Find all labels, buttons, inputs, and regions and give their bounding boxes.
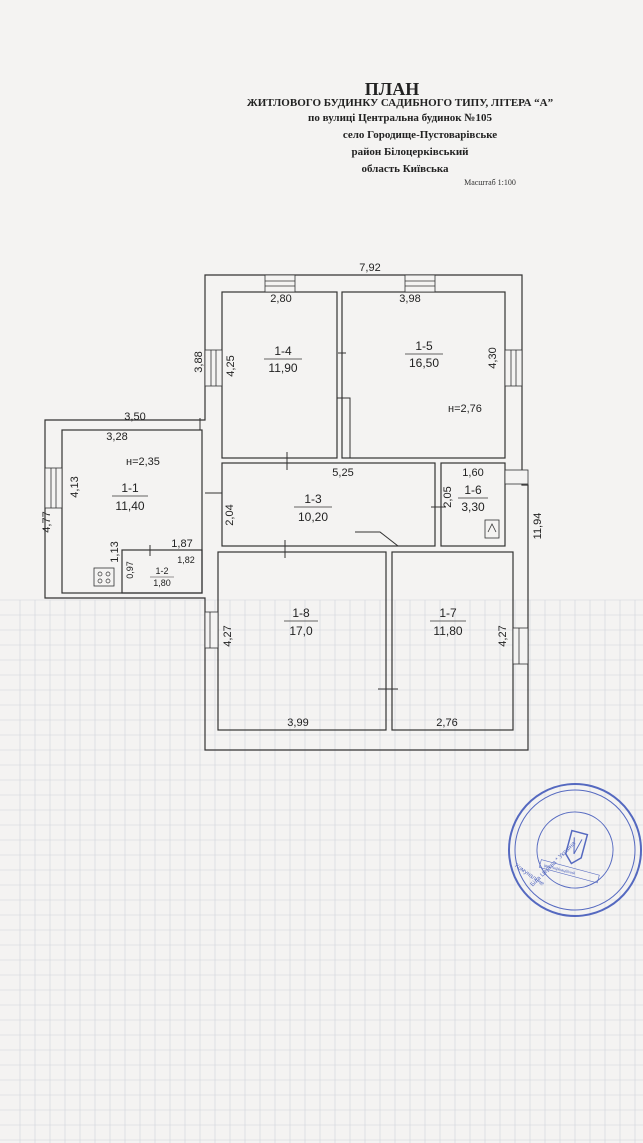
dim-1-8-height: 4,27 bbox=[222, 625, 234, 646]
dim-1-5-top: 3,98 bbox=[399, 293, 420, 305]
address-district: район Білоцерківський bbox=[351, 146, 469, 158]
room-1-7-area: 11,80 bbox=[433, 624, 462, 638]
boiler-icon bbox=[484, 519, 500, 539]
door-1-3-stair bbox=[355, 531, 400, 547]
room-1-3-outline bbox=[221, 462, 436, 547]
dim-1-8-width: 3,99 bbox=[287, 717, 308, 729]
dim-corridor-204: 2,04 bbox=[224, 504, 236, 525]
dim-182: 1,82 bbox=[177, 555, 195, 565]
dim-1-6-width: 1,60 bbox=[462, 467, 483, 479]
room-1-4-area: 11,90 bbox=[268, 361, 297, 375]
window-1-7 bbox=[512, 627, 529, 665]
graph-paper-grid bbox=[0, 599, 643, 1143]
dim-1-4-height: 4,25 bbox=[225, 355, 237, 376]
room-1-6-id: 1-6 bbox=[464, 483, 482, 497]
window-1-6 bbox=[504, 469, 529, 485]
room-1-2-outline bbox=[121, 549, 203, 594]
dim-left-388: 3,88 bbox=[193, 351, 205, 372]
dim-ext-477: 4,77 bbox=[41, 511, 53, 532]
dim-right-total: 11,94 bbox=[532, 513, 544, 540]
dim-113: 1,13 bbox=[109, 541, 121, 562]
room-1-7-id: 1-7 bbox=[439, 606, 457, 620]
room-1-5-height: н=2,76 bbox=[448, 403, 482, 415]
dim-ext-413: 4,13 bbox=[69, 476, 81, 497]
window-1-1 bbox=[44, 467, 63, 509]
room-1-6-area: 3,30 bbox=[461, 500, 485, 514]
room-1-3-id: 1-3 bbox=[304, 492, 322, 506]
dim-187: 1,87 bbox=[171, 538, 192, 550]
window-1-4 bbox=[264, 274, 296, 293]
window-1-8 bbox=[204, 611, 219, 649]
address-street: по вулиці Центральна будинок №105 bbox=[308, 112, 492, 124]
dim-ext-328: 3,28 bbox=[106, 431, 127, 443]
dim-1-7-height: 4,27 bbox=[497, 625, 509, 646]
room-1-8-area: 17,0 bbox=[289, 624, 313, 638]
room-1-4-id: 1-4 bbox=[274, 344, 292, 358]
dim-ext-350: 3,50 bbox=[124, 411, 145, 423]
dim-1-4-top: 2,80 bbox=[270, 293, 291, 305]
room-1-3-area: 10,20 bbox=[298, 510, 328, 524]
room-1-5-area: 16,50 bbox=[409, 356, 439, 370]
room-1-1-height: н=2,35 bbox=[126, 456, 160, 468]
window-1-4-side bbox=[204, 349, 223, 387]
plan-subtitle: ЖИТЛОВОГО БУДИНКУ САДИБНОГО ТИПУ, ЛІТЕРА… bbox=[247, 97, 553, 109]
dim-1-5-height: 4,30 bbox=[487, 347, 499, 368]
dim-097: 0,97 bbox=[125, 561, 135, 579]
stove-icon bbox=[93, 567, 115, 587]
windows bbox=[44, 274, 529, 665]
room-1-8-id: 1-8 bbox=[292, 606, 310, 620]
address-village: село Городище-Пустоварівське bbox=[343, 129, 497, 141]
dim-corridor-525: 5,25 bbox=[332, 467, 353, 479]
plan-title: ПЛАН bbox=[365, 79, 419, 99]
room-1-1-id: 1-1 bbox=[121, 481, 139, 495]
dim-1-7-width: 2,76 bbox=[436, 717, 457, 729]
address-region: область Київська bbox=[361, 163, 449, 175]
doors bbox=[149, 352, 446, 690]
room-1-1-area: 11,40 bbox=[115, 499, 144, 513]
room-1-2-area: 1,80 bbox=[153, 578, 171, 588]
room-1-5-id: 1-5 bbox=[415, 339, 433, 353]
dim-top-total: 7,92 bbox=[359, 262, 380, 274]
window-1-5-top bbox=[404, 274, 436, 293]
scale-label: Масштаб 1:100 bbox=[464, 178, 516, 187]
dim-1-6-height: 2,05 bbox=[442, 486, 454, 507]
room-1-6-outline bbox=[440, 462, 506, 547]
outer-wall-main bbox=[44, 274, 529, 751]
door-1-5 bbox=[337, 397, 351, 458]
room-1-2-id: 1-2 bbox=[155, 566, 168, 576]
window-1-5-side bbox=[504, 349, 523, 387]
